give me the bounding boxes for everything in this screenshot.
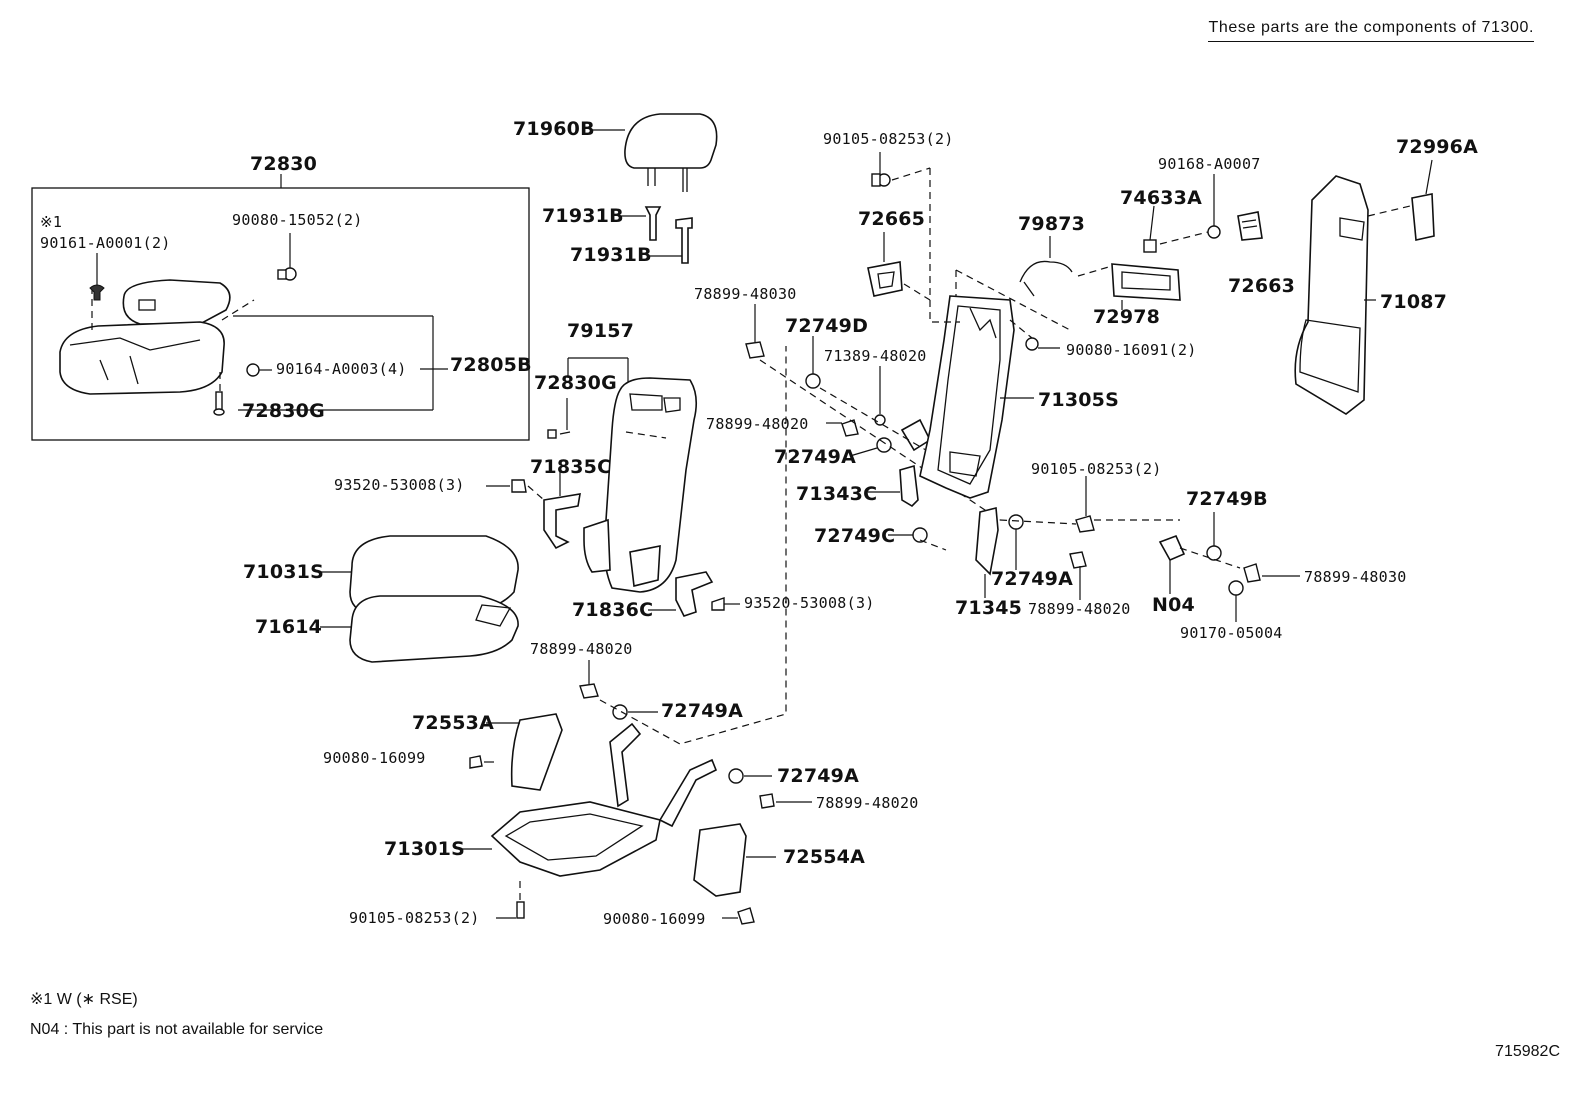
label-72830G: 72830G [534, 372, 617, 394]
label-78899-48020-a: 78899-48020 [530, 640, 633, 658]
label-71389-48020: 71389-48020 [824, 347, 927, 365]
center-fasteners [579, 346, 812, 809]
label-72996A: 72996A [1396, 136, 1479, 158]
label-90105-08253-mid: 90105-08253(2) [1031, 460, 1162, 478]
seatback-structure-drawing [871, 152, 1071, 499]
label-90080-16091: 90080-16091(2) [1066, 341, 1197, 359]
label-90170-05004: 90170-05004 [1180, 624, 1283, 642]
label-72749B: 72749B [1186, 488, 1268, 510]
label-72830G-armrest: 72830G [242, 400, 325, 422]
cable-drawing [1009, 236, 1073, 351]
label-72553A: 72553A [412, 712, 495, 734]
label-93520-53008-lower: 93520-53008(3) [744, 594, 875, 612]
label-71031S: 71031S [243, 561, 324, 583]
label-90164-A0003: 90164-A0003(4) [276, 360, 407, 378]
label-79157: 79157 [567, 320, 635, 342]
note-marker: ※1 [40, 213, 63, 231]
right-fasteners [1158, 512, 1300, 622]
label-71960B: 71960B [513, 118, 595, 140]
armrest-fasteners [89, 233, 297, 416]
label-90161-A0001: 90161-A0001(2) [40, 234, 171, 252]
label-72749A-c: 72749A [774, 446, 857, 468]
label-71345: 71345 [955, 597, 1023, 619]
label-71614: 71614 [255, 616, 323, 638]
label-90080-15052: 90080-15052(2) [232, 211, 363, 229]
label-72663: 72663 [1228, 275, 1296, 297]
headrest-drawing [590, 113, 718, 192]
label-72830: 72830 [250, 153, 318, 175]
lower-covers-drawing [469, 713, 776, 925]
label-72665: 72665 [858, 208, 926, 230]
header-note: These parts are the components of 71300. [1208, 19, 1534, 42]
label-71931B-upper: 71931B [542, 205, 624, 227]
label-72554A: 72554A [783, 846, 866, 868]
label-71343C: 71343C [796, 483, 878, 505]
bezel-drawing [1077, 174, 1263, 310]
label-71931B-lower: 71931B [570, 244, 652, 266]
label-71836C: 71836C [572, 599, 654, 621]
label-78899-48030-b: 78899-48030 [1304, 568, 1407, 586]
label-72749A-b: 72749A [777, 765, 860, 787]
label-N04: N04 [1152, 594, 1195, 616]
label-90080-16099-a: 90080-16099 [323, 749, 426, 767]
diagram-code: 715982C [1495, 1043, 1560, 1060]
label-72978: 72978 [1093, 306, 1161, 328]
lower-seat-frame-drawing [458, 722, 718, 877]
label-74633A: 74633A [1120, 187, 1203, 209]
label-71835C: 71835C [530, 456, 612, 478]
armrest-drawing [59, 279, 448, 411]
seatback-frame-drawing [547, 357, 698, 593]
label-90168-A0007: 90168-A0007 [1158, 155, 1261, 173]
seat-cushion-drawing [320, 535, 519, 663]
label-90105-08253-top: 90105-08253(2) [823, 130, 954, 148]
label-72749D: 72749D [785, 315, 869, 337]
label-93520-53008-upper: 93520-53008(3) [334, 476, 465, 494]
label-78899-48020-c: 78899-48020 [706, 415, 809, 433]
release-handle-drawing [867, 232, 931, 301]
label-72749C: 72749C [814, 525, 896, 547]
footnote-n04: N04 : This part is not available for ser… [30, 1021, 324, 1038]
label-90080-16099-b: 90080-16099 [603, 910, 706, 928]
label-71087: 71087 [1380, 291, 1448, 313]
label-79873: 79873 [1018, 213, 1086, 235]
label-71301S: 71301S [384, 838, 465, 860]
label-72749A-d: 72749A [991, 568, 1074, 590]
footnote-rse: ※1 W (∗ RSE) [30, 991, 138, 1008]
headrest-support-drawing [618, 206, 693, 264]
label-78899-48020-d: 78899-48020 [1028, 600, 1131, 618]
side-brackets-drawing [486, 472, 740, 617]
label-71305S: 71305S [1038, 389, 1119, 411]
label-90105-08253-bottom: 90105-08253(2) [349, 909, 480, 927]
recliner-hardware [745, 304, 1180, 600]
label-72749A-a: 72749A [661, 700, 744, 722]
label-78899-48020-b: 78899-48020 [816, 794, 919, 812]
side-panel-drawing [1294, 159, 1435, 415]
label-72805B: 72805B [450, 354, 532, 376]
label-78899-48030-a: 78899-48030 [694, 285, 797, 303]
